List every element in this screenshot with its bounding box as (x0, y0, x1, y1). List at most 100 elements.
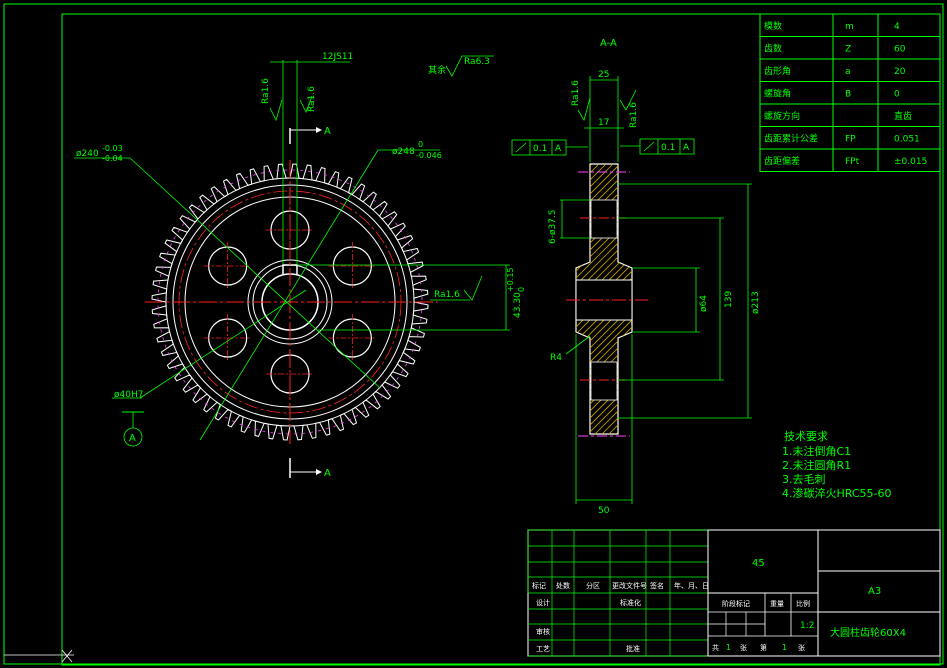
param-name: 齿数 (764, 43, 782, 55)
root-dia-tol-lower: -0.046 (416, 151, 442, 160)
param-value: ±0.015 (894, 157, 927, 167)
kd-tol-lower: 0 (517, 287, 526, 292)
tb-h-label-6: 年、月、日 (674, 581, 709, 590)
section-arrowhead-top (316, 127, 322, 133)
side-ra-left: Ra1.6 (571, 80, 581, 106)
ucs-cross-b (61, 649, 73, 663)
r4-leader (565, 335, 591, 355)
tip-dia-tol-upper: -0.03 (102, 144, 123, 153)
side-ra-right: Ra1.6 (629, 102, 639, 128)
side-ra-l-symbol (577, 97, 591, 122)
tb-sheet-no: 1 (782, 643, 787, 652)
tb-stage-cells (708, 612, 765, 636)
surface-note-value: Ra6.3 (464, 57, 490, 67)
tb-h-label-2: 处数 (556, 581, 570, 590)
tb-grid (527, 529, 709, 657)
section-arrowhead-bottom (316, 469, 322, 475)
w17-label: 17 (598, 118, 609, 128)
param-name: 齿距累计公差 (764, 133, 818, 145)
tb-standard: 标准化 (620, 598, 641, 607)
tb-sheet-total: 1 (726, 643, 731, 652)
holes-label: 6-ø37.5 (548, 209, 558, 244)
ra-keyway-right: Ra1.6 (307, 86, 317, 112)
tech-item-4: 4.渗碳淬火HRC55-60 (782, 486, 892, 500)
side-ra-r-symbol (619, 89, 637, 111)
ra-symbol-kl (269, 99, 283, 122)
hole-void-top (590, 199, 618, 239)
keyway-width-label: 12JS11 (322, 52, 353, 62)
tb-sheet-no-unit: 张 (798, 643, 805, 652)
side-view-title: A-A (600, 38, 617, 49)
tb-material: 45 (752, 558, 765, 569)
tech-item-3: 3.去毛刺 (782, 473, 826, 486)
tol-left-sym (515, 142, 527, 153)
datum-circle (123, 427, 143, 447)
tech-title: 技术要求 (784, 430, 828, 443)
tol-left-value: 0.1 (533, 144, 547, 154)
tol-right-datum: A (683, 143, 690, 153)
kd-tol-upper: +0.15 (506, 267, 515, 292)
param-symbol: B (845, 90, 851, 100)
front-view: A A 12JS11 Ra1.6 Ra1.6 其余 Ra6.3 ø240 -0.… (74, 52, 526, 479)
tb-scale-label: 比例 (796, 599, 810, 608)
tb-review: 审核 (536, 627, 550, 636)
tb-approve: 批准 (626, 644, 640, 653)
surface-note-symbol (445, 55, 494, 77)
tech-item-1: 1.未注倒角C1 (782, 444, 851, 458)
tech-requirements: 技术要求 1.未注倒角C1 2.未注圆角R1 3.去毛刺 4.渗碳淬火HRC55… (782, 430, 892, 500)
tb-part-name: 大圆柱齿轮60X4 (830, 626, 906, 639)
tol-left-datum: A (555, 144, 562, 154)
param-name: 齿形角 (764, 65, 791, 77)
root-dia-label: ø248 (392, 147, 415, 157)
bore-leader (139, 289, 307, 399)
kd-label: 43.30 (513, 292, 523, 318)
tip-dia-label: ø240 (76, 149, 99, 159)
d64-label: ø64 (699, 295, 709, 312)
hole-void-bottom (590, 361, 618, 401)
d213-label: ø213 (751, 291, 761, 314)
section-label-bottom: A (324, 468, 331, 479)
tb-stage-label: 阶段标记 (722, 599, 750, 608)
tb-paper-size: A3 (868, 586, 881, 597)
tol-frame-right (639, 138, 695, 155)
tb-h-label-3: 分区 (586, 581, 600, 590)
tip-dia-tol-lower: -0.04 (102, 154, 123, 163)
tb-h-label-1: 标记 (532, 581, 546, 590)
param-value: 0.051 (894, 135, 920, 145)
tech-item-2: 2.未注圆角R1 (782, 458, 851, 472)
param-name: 螺旋方向 (764, 110, 800, 122)
root-dia-leader (199, 149, 379, 441)
tb-sheet-total-unit: 张 (740, 643, 747, 652)
ra-keyway-left: Ra1.6 (261, 78, 271, 104)
bore-label: ø40H7 (114, 390, 143, 400)
params-border (759, 13, 941, 172)
param-value: 20 (894, 67, 906, 77)
outer-frame (3, 3, 944, 665)
tol-right-sym (643, 141, 655, 152)
w25-label: 25 (598, 70, 609, 80)
gear-section-outline (575, 163, 633, 435)
inner-frame (61, 13, 941, 666)
param-symbol: Z (845, 45, 851, 55)
tb-scale-value: 1:2 (800, 621, 814, 631)
ra-bore: Ra1.6 (434, 290, 460, 300)
title-block: 45 A3 大圆柱齿轮60X4 标记 处数 分区 更改文件号 签名 年、月、日 … (527, 529, 941, 657)
param-symbol: FPt (845, 157, 860, 167)
param-symbol: a (845, 67, 851, 77)
w50-label: 50 (598, 506, 610, 516)
param-value: 60 (894, 45, 906, 55)
tol-frame-left (511, 139, 567, 156)
tb-process: 工艺 (536, 645, 550, 653)
pitch-circle (178, 190, 402, 414)
tb-weight-label: 重量 (770, 600, 784, 608)
ra-bore-symbol (463, 275, 483, 301)
param-name: 模数 (764, 20, 782, 32)
tb-sheet-no-prefix: 第 (760, 643, 767, 652)
tb-h-label-5: 签名 (650, 581, 664, 590)
param-symbol: FP (845, 135, 856, 145)
tol-right-value: 0.1 (661, 143, 675, 153)
param-name: 螺旋角 (764, 88, 791, 100)
param-value: 直齿 (894, 110, 912, 122)
